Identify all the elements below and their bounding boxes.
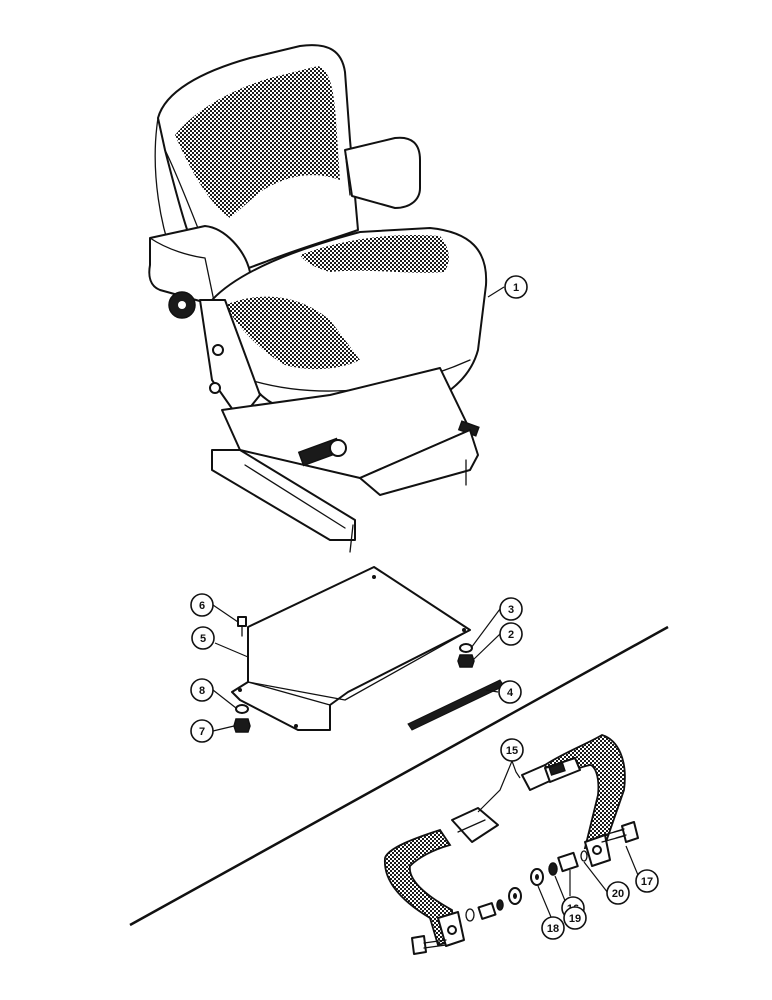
mounting-plate xyxy=(231,566,471,731)
callout-17: 17 xyxy=(635,869,659,893)
mounting-plate-group xyxy=(231,566,505,733)
svg-text:19: 19 xyxy=(569,913,581,925)
callout-3: 3 xyxy=(499,597,523,621)
callout-20: 20 xyxy=(606,881,630,905)
bolt-6 xyxy=(237,616,247,637)
rubber-strip-4 xyxy=(407,679,505,731)
callout-15: 15 xyxy=(500,738,524,762)
seat-slide-rail-right xyxy=(359,429,479,496)
svg-text:5: 5 xyxy=(200,633,206,645)
left-adjust-knob xyxy=(168,291,196,319)
svg-text:2: 2 xyxy=(508,629,514,641)
callout-7: 7 xyxy=(190,719,214,743)
svg-text:15: 15 xyxy=(506,745,518,757)
cushion-fabric-panel xyxy=(225,296,360,370)
callout-18: 18 xyxy=(541,916,565,940)
seat-belt-assembly xyxy=(384,734,639,955)
svg-text:8: 8 xyxy=(199,685,205,697)
callout-8: 8 xyxy=(190,678,214,702)
washer-3 xyxy=(459,643,473,653)
right-armrest xyxy=(344,136,421,209)
svg-text:18: 18 xyxy=(547,923,559,935)
seat-slide-rail-left xyxy=(211,449,356,541)
backrest-fabric-panel xyxy=(175,66,340,218)
nut-2 xyxy=(457,654,475,668)
svg-text:1: 1 xyxy=(513,282,519,294)
washer-20 xyxy=(580,850,588,862)
spacer-16 xyxy=(557,851,579,873)
belt-strap-left xyxy=(384,828,456,947)
svg-text:7: 7 xyxy=(199,726,205,738)
svg-text:6: 6 xyxy=(199,600,205,612)
svg-text:17: 17 xyxy=(641,876,653,888)
belt-strap-right xyxy=(543,734,626,850)
callout-5: 5 xyxy=(191,626,215,650)
anchor-bolt-left xyxy=(411,935,447,955)
lockwasher-19 xyxy=(548,862,558,876)
section-divider-line xyxy=(129,625,669,927)
svg-text:4: 4 xyxy=(507,687,514,699)
washer-8 xyxy=(235,704,249,714)
callout-19: 19 xyxy=(563,906,587,930)
nut-7 xyxy=(233,718,251,733)
svg-text:3: 3 xyxy=(508,604,514,616)
leader-lines xyxy=(212,286,641,918)
anchor-bolt-17 xyxy=(599,821,639,843)
svg-text:20: 20 xyxy=(612,888,624,900)
callout-2: 2 xyxy=(499,622,523,646)
seat-assembly xyxy=(148,44,488,553)
callout-4: 4 xyxy=(498,680,522,704)
callout-1: 1 xyxy=(504,275,528,299)
callout-6: 6 xyxy=(190,593,214,617)
